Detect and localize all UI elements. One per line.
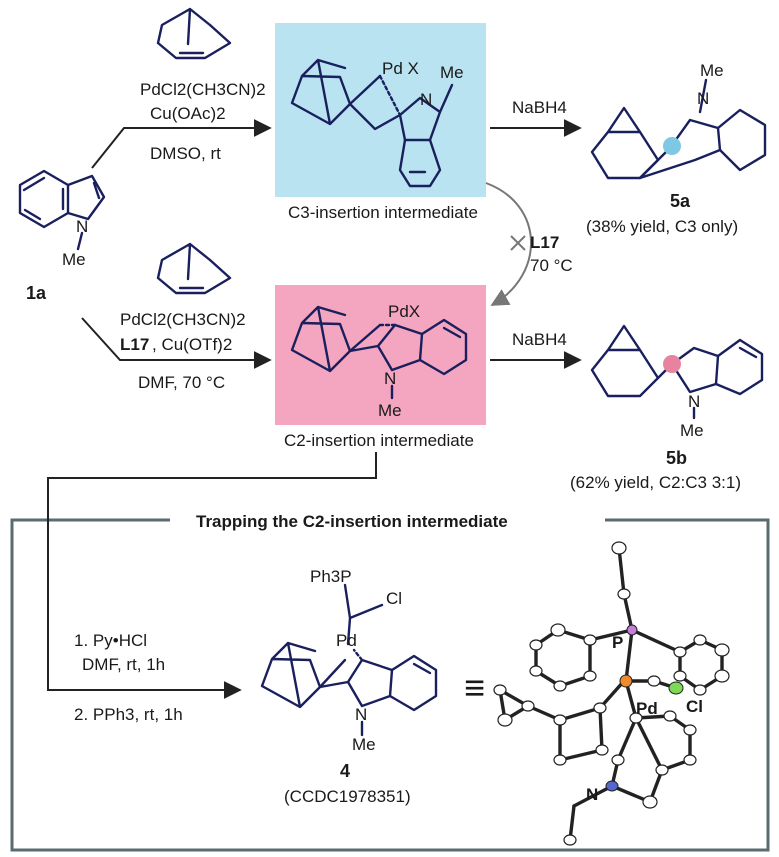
5b-yield: (62% yield, C2:C3 3:1) [570,473,741,492]
top-conditions: DMSO, rt [150,144,221,163]
ligand-switch-ligand: L17 [530,233,559,252]
5b-n-label: N [688,392,700,411]
trapping-title: Trapping the C2-insertion intermediate [196,512,508,531]
c2-intermediate-box [275,285,486,425]
trapping-step1-line1: 1. Py•HCl [74,631,147,650]
start-compound-label: 1a [26,283,47,303]
compound-4-ph3p: Ph3P [310,567,352,586]
5a-n-label: N [697,89,709,108]
trapping-frame [10,518,770,852]
crystal-structure-ortep [493,541,730,846]
compound-4-n: N [355,705,367,724]
compound-4-label: 4 [340,761,350,781]
bottom-reagent-2: , Cu(OTf)2 [152,335,232,354]
compound-4-me: Me [352,735,376,754]
product-5a-structure [590,78,767,180]
blocked-path-icon [510,235,526,251]
c2-me-label: Me [378,401,402,420]
norbornene-top-icon [156,7,232,60]
start-me-label: Me [62,250,86,269]
top-reduction-label: NaBH4 [512,98,567,117]
crystal-pd-label: Pd [636,699,658,718]
5a-label: 5a [670,191,691,211]
trapping-step2: 2. PPh3, rt, 1h [74,705,183,724]
bottom-reaction-arrow [81,317,272,369]
top-reagent-2: Cu(OAc)2 [150,104,226,123]
atom-pd [619,674,633,688]
equivalence-sign: ≡ [464,667,485,708]
c3-marker [663,137,681,155]
crystal-cl-label: Cl [686,697,703,716]
norbornene-bottom-icon [156,242,232,295]
c3-intermediate-structure [290,58,454,188]
crystal-p-label: P [612,633,623,652]
product-5b-structure [590,324,764,420]
c3-n-label: N [420,90,432,109]
trapping-arrow [47,452,377,699]
bottom-ligand: L17 [120,335,149,354]
atom-n [605,780,619,792]
start-n-label: N [76,217,88,236]
atom-cl [668,681,684,695]
top-reaction-arrow [91,119,272,169]
c3-pd-label: Pd X [382,59,419,78]
5b-me-label: Me [680,421,704,440]
5a-yield: (38% yield, C3 only) [586,217,738,236]
c3-caption: C3-insertion intermediate [288,203,478,222]
c3-me-label: Me [440,63,464,82]
c2-pd-label: PdX [388,302,420,321]
compound-4-structure [260,583,438,737]
ligand-switch-temperature: 70 °C [530,256,573,275]
bottom-reduction-label: NaBH4 [512,330,567,349]
bottom-conditions: DMF, 70 °C [138,373,225,392]
top-reagent-1: PdCl2(CH3CN)2 [140,80,266,99]
c2-n-label: N [384,369,396,388]
c2-intermediate-structure [290,305,468,400]
5b-label: 5b [666,448,687,468]
crystal-n-label: N [586,785,598,804]
c3-intermediate-box [275,23,486,197]
atom-p [626,624,638,636]
bottom-reagent-1: PdCl2(CH3CN)2 [120,310,246,329]
c2-marker [663,355,681,373]
ligand-switch-arrow [485,182,532,306]
trapping-step1-line2: DMF, rt, 1h [82,655,165,674]
indole-1a-structure [18,169,106,251]
c2-caption: C2-insertion intermediate [284,431,474,450]
5a-me-label: Me [700,61,724,80]
compound-4-ccdc: (CCDC1978351) [284,787,411,806]
compound-4-cl: Cl [386,589,402,608]
compound-4-pd: Pd [336,631,357,650]
